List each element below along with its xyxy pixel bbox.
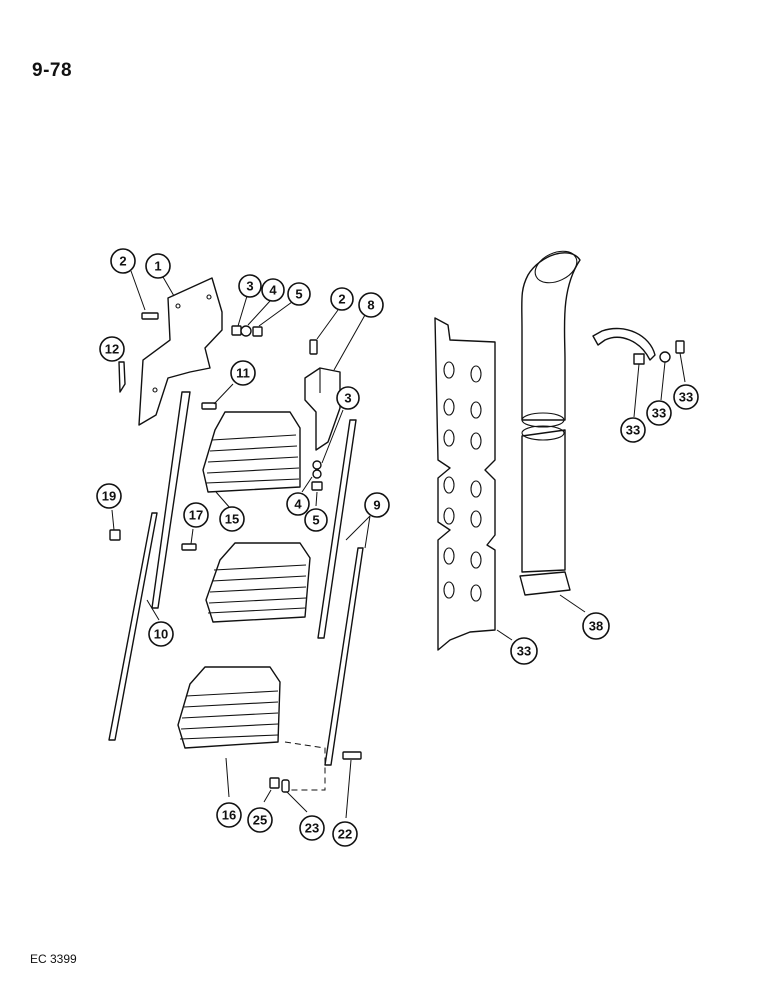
svg-text:25: 25 bbox=[253, 813, 267, 828]
svg-text:33: 33 bbox=[626, 423, 640, 438]
pipe-clamp bbox=[592, 327, 685, 365]
callout-33: 33 bbox=[510, 637, 538, 665]
svg-text:15: 15 bbox=[225, 512, 239, 527]
callout-10: 10 bbox=[148, 621, 174, 647]
svg-text:22: 22 bbox=[338, 827, 352, 842]
svg-text:23: 23 bbox=[305, 821, 319, 836]
callout-5: 5 bbox=[287, 282, 311, 306]
page-number: 9-78 bbox=[32, 60, 73, 81]
callout-2: 2 bbox=[110, 248, 136, 274]
callout-3: 3 bbox=[336, 386, 360, 410]
callout-9: 9 bbox=[364, 492, 390, 518]
svg-text:16: 16 bbox=[222, 808, 236, 823]
step-tread-upper bbox=[202, 411, 301, 493]
callout-22: 22 bbox=[332, 821, 358, 847]
svg-text:33: 33 bbox=[652, 406, 666, 421]
callout-3: 3 bbox=[238, 274, 262, 298]
svg-text:12: 12 bbox=[105, 342, 119, 357]
hardware-bolts-nuts bbox=[109, 312, 362, 793]
callout-4: 4 bbox=[261, 278, 285, 302]
svg-text:33: 33 bbox=[679, 390, 693, 405]
callout-19: 19 bbox=[96, 483, 122, 509]
svg-text:1: 1 bbox=[154, 259, 161, 274]
svg-text:3: 3 bbox=[344, 391, 351, 406]
callout-15: 15 bbox=[219, 506, 245, 532]
figure-code: EC 3399 bbox=[30, 952, 77, 966]
step-tread-lower bbox=[177, 666, 326, 791]
step-tread-middle bbox=[205, 542, 311, 623]
svg-text:11: 11 bbox=[236, 366, 250, 381]
leader-lines bbox=[111, 270, 686, 819]
callout-33: 33 bbox=[673, 384, 699, 410]
svg-text:3: 3 bbox=[246, 279, 253, 294]
svg-text:8: 8 bbox=[367, 298, 374, 313]
step-bracket-plate bbox=[138, 277, 223, 426]
callout-38: 38 bbox=[582, 612, 610, 640]
svg-text:4: 4 bbox=[269, 283, 277, 298]
callout-33: 33 bbox=[620, 417, 646, 443]
side-rails bbox=[108, 391, 364, 766]
callout-8: 8 bbox=[358, 292, 384, 318]
callout-1: 1 bbox=[145, 253, 171, 279]
callout-17: 17 bbox=[183, 502, 209, 528]
callout-23: 23 bbox=[299, 815, 325, 841]
svg-text:33: 33 bbox=[517, 644, 531, 659]
callout-11: 11 bbox=[230, 360, 256, 386]
svg-text:19: 19 bbox=[102, 489, 116, 504]
svg-text:10: 10 bbox=[154, 627, 168, 642]
exhaust-pipe-elbow bbox=[521, 250, 581, 428]
callout-2: 2 bbox=[330, 287, 354, 311]
svg-text:9: 9 bbox=[373, 498, 380, 513]
exhaust-heat-shield bbox=[434, 317, 496, 651]
upper-bracket bbox=[304, 367, 341, 451]
exhaust-pipe-lower bbox=[519, 425, 571, 596]
svg-text:5: 5 bbox=[312, 513, 319, 528]
svg-text:17: 17 bbox=[189, 508, 203, 523]
callout-5: 5 bbox=[304, 508, 328, 532]
svg-text:2: 2 bbox=[338, 292, 345, 307]
callout-16: 16 bbox=[216, 802, 242, 828]
svg-text:4: 4 bbox=[294, 497, 302, 512]
svg-text:38: 38 bbox=[589, 619, 603, 634]
svg-text:5: 5 bbox=[295, 287, 302, 302]
callout-33: 33 bbox=[646, 400, 672, 426]
callout-25: 25 bbox=[247, 807, 273, 833]
callout-4: 4 bbox=[286, 492, 310, 516]
callout-12: 12 bbox=[99, 336, 125, 362]
svg-text:2: 2 bbox=[119, 254, 126, 269]
